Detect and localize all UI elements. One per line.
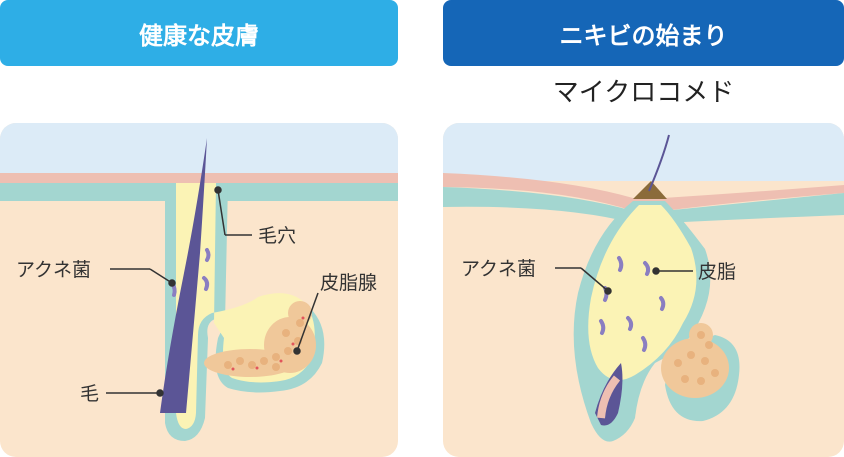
hair-shaft: [160, 138, 207, 413]
microcomedo-diagram: アクネ菌 皮脂: [443, 123, 844, 457]
healthy-skin-title: 健康な皮膚: [0, 0, 398, 66]
gland-cells-right: [661, 323, 729, 398]
hair-tip: [648, 134, 670, 192]
sebum-label: 皮脂: [698, 261, 736, 283]
hair-label: 毛: [80, 383, 99, 405]
bacteria-label-right: アクネ菌: [461, 258, 536, 280]
microcomedo-subtitle: マイクロコメド: [552, 78, 735, 108]
sebaceous-gland-label: 皮脂腺: [320, 272, 377, 294]
acne-start-title: ニキビの始まり: [443, 0, 844, 66]
bacteria-cluster: [599, 256, 666, 352]
bacteria-label: アクネ菌: [16, 259, 91, 281]
sebaceous-gland-cells: [204, 301, 316, 377]
healthy-skin-diagram: 毛穴 アクネ菌 皮脂腺 毛: [0, 123, 398, 457]
pore-label: 毛穴: [258, 225, 296, 247]
